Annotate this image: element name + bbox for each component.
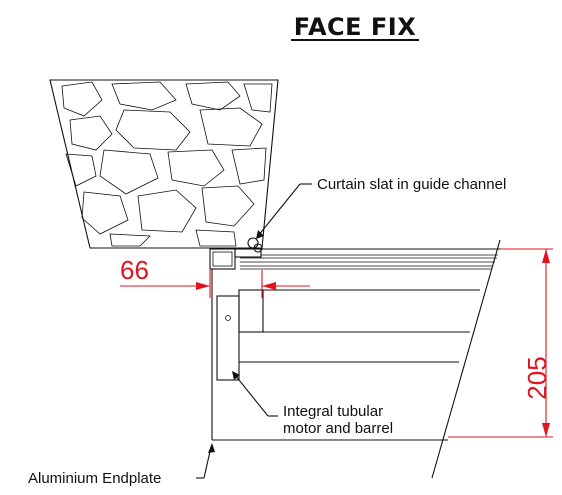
dimension-205 — [448, 248, 553, 438]
motor-label-line2: motor and barrel — [283, 420, 393, 437]
curtain-slat-leader — [256, 183, 312, 239]
curtain-slats — [238, 248, 500, 270]
curtain-slat-label: Curtain slat in guide channel — [317, 176, 506, 193]
stone-pattern — [61, 81, 273, 247]
guide-channel — [209, 237, 263, 270]
masonry-wall — [49, 79, 279, 249]
drawing-title: FACE FIX — [294, 13, 416, 41]
dimension-205-label: 205 — [522, 356, 552, 399]
endplate-label: Aluminium Endplate — [28, 470, 161, 487]
dimension-66-label: 66 — [120, 255, 149, 285]
motor-leader — [232, 371, 278, 417]
endplate-leader — [196, 443, 215, 479]
dimension-66 — [120, 270, 310, 298]
break-line — [431, 239, 501, 479]
barrel-housing — [216, 289, 480, 381]
motor-label-line1: Integral tubular — [283, 403, 383, 420]
